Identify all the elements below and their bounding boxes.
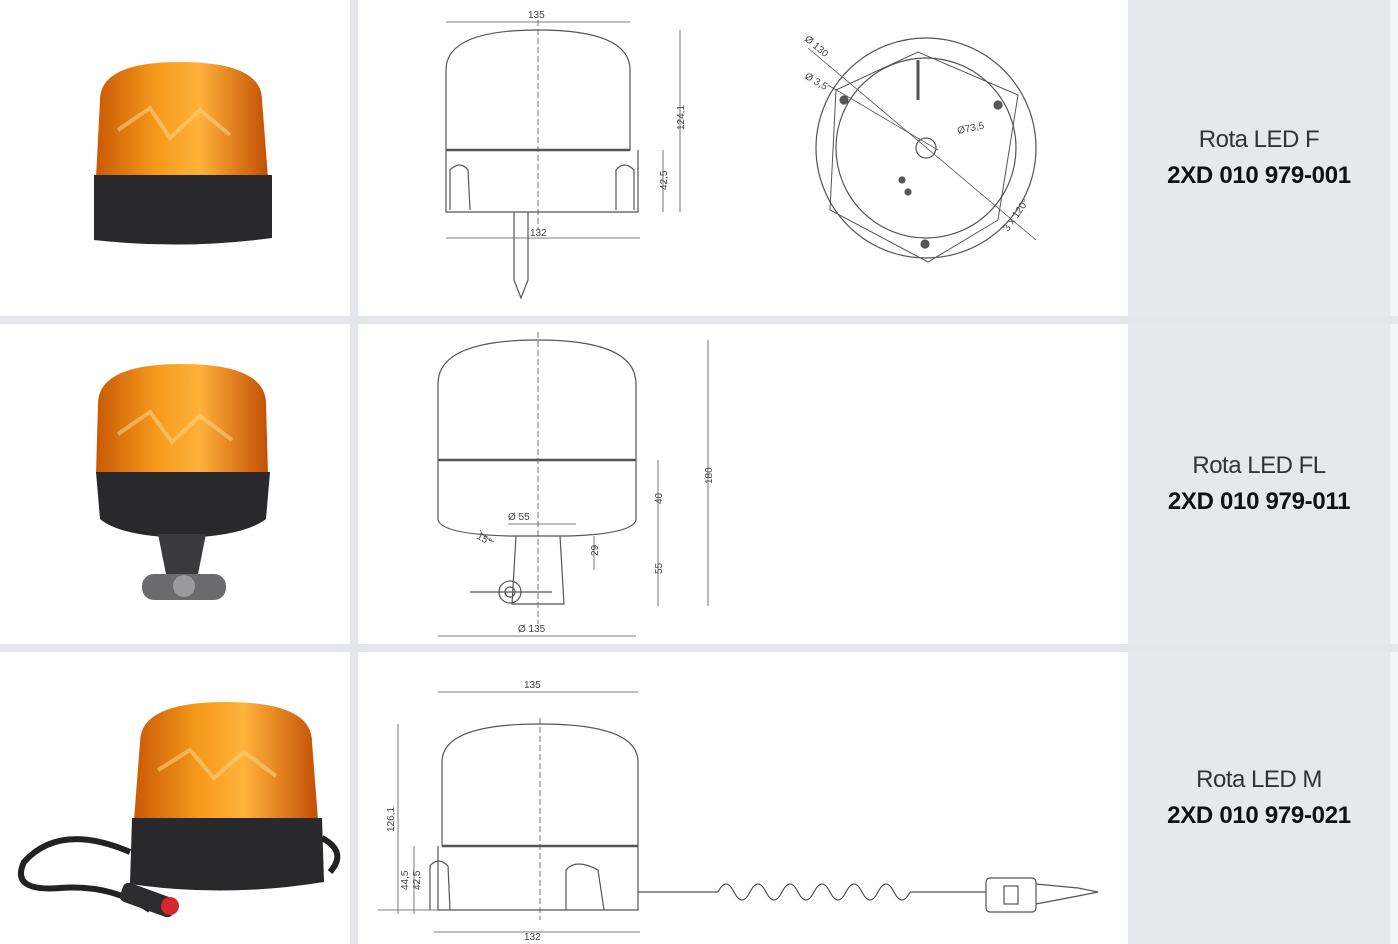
product-row-2: 180 40 Ø 55 15° 29 55 Ø 135 Rota LED FL … bbox=[0, 324, 1398, 644]
dim-outer-diameter: Ø 130 bbox=[802, 34, 830, 60]
product-name: Rota LED M bbox=[1196, 766, 1322, 793]
row-separator bbox=[0, 316, 1398, 324]
product-code: 2XD 010 979-021 bbox=[1167, 802, 1351, 829]
beacon-photo bbox=[94, 62, 272, 245]
dim-inner-diameter: Ø73,5 bbox=[956, 120, 985, 137]
beacon-photo bbox=[96, 364, 270, 600]
product-code: 2XD 010 979-011 bbox=[1167, 488, 1351, 515]
product-photo-rota-led-fl bbox=[0, 324, 350, 644]
dim-base-width: 132 bbox=[524, 932, 541, 943]
beacon-photo bbox=[17, 702, 341, 918]
dim-height: 180 bbox=[704, 467, 715, 484]
column-separator bbox=[350, 324, 358, 644]
row-separator bbox=[0, 644, 1398, 652]
dim-height: 126,1 bbox=[386, 807, 397, 832]
technical-drawing-1: 135 124,1 42,5 132 Ø 130 Ø 3,5 Ø73,5 3 x… bbox=[358, 0, 1128, 316]
dim-base-width: 132 bbox=[530, 228, 547, 239]
dim-mount-height: 55 bbox=[654, 562, 665, 574]
column-separator bbox=[350, 0, 358, 316]
dim-hole-diameter: Ø 3,5 bbox=[803, 71, 830, 93]
product-photo-rota-led-f bbox=[0, 0, 350, 316]
product-name: Rota LED F bbox=[1198, 126, 1320, 153]
product-photo-rota-led-m bbox=[0, 652, 350, 944]
dim-angle: 15° bbox=[475, 531, 494, 548]
column-separator bbox=[350, 652, 358, 944]
edge-strip bbox=[1390, 652, 1398, 944]
dim-base-height-b: 42,5 bbox=[412, 870, 423, 890]
product-row-1: 135 124,1 42,5 132 Ø 130 Ø 3,5 Ø73,5 3 x… bbox=[0, 0, 1398, 316]
technical-drawing-3: 135 126,1 44,5 42,5 132 bbox=[358, 652, 1128, 944]
dim-height: 124,1 bbox=[676, 105, 687, 130]
dim-width: 135 bbox=[524, 680, 541, 691]
product-row-3: 135 126,1 44,5 42,5 132 Rota LED M 2XD 0… bbox=[0, 652, 1398, 944]
dim-angle: 3 x 120° bbox=[1001, 197, 1031, 233]
product-name: Rota LED FL bbox=[1192, 452, 1326, 479]
dim-stem-diameter: Ø 55 bbox=[508, 512, 530, 523]
edge-strip bbox=[1390, 324, 1398, 644]
dim-width: 135 bbox=[528, 10, 545, 21]
product-label-3: Rota LED M 2XD 010 979-021 bbox=[1128, 652, 1390, 944]
product-label-2: Rota LED FL 2XD 010 979-011 bbox=[1128, 324, 1390, 644]
product-code: 2XD 010 979-001 bbox=[1167, 162, 1351, 189]
dim-diameter: Ø 135 bbox=[518, 624, 546, 635]
edge-strip bbox=[1390, 0, 1398, 316]
dim-base-height: 40 bbox=[654, 492, 665, 504]
dim-stem-height: 29 bbox=[590, 544, 601, 556]
product-label-1: Rota LED F 2XD 010 979-001 bbox=[1128, 0, 1390, 316]
technical-drawing-2: 180 40 Ø 55 15° 29 55 Ø 135 bbox=[358, 324, 1128, 644]
dim-base-height-a: 44,5 bbox=[400, 870, 411, 890]
dim-base-height: 42,5 bbox=[659, 170, 670, 190]
